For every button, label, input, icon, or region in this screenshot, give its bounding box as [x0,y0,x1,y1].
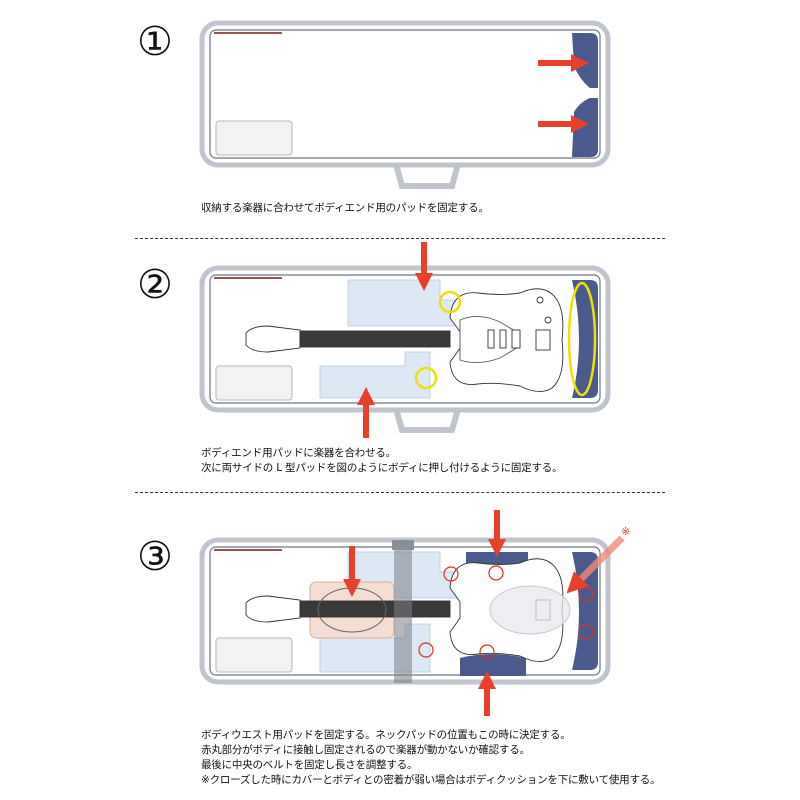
caption-line: 収納する楽器に合わせてボディエンド用のパッドを固定する。 [201,202,489,214]
case-diagram-2 [199,242,611,438]
step-3-number: ③ [137,534,173,580]
caption-line: ボディエンド用パッドに楽器を合わせる。 [201,447,396,459]
step-1-caption: 収納する楽器に合わせてボディエンド用のパッドを固定する。 [201,201,489,216]
guitar-headstock [245,595,301,623]
case-inner [209,29,601,159]
step-1-number: ① [137,19,173,65]
accessory-pocket [215,637,293,673]
guitar [245,288,564,392]
caption-line: ※クローズした時にカバーとボディとの密着が弱い場合はボディクッションを下に敷いて… [201,774,661,786]
body-cushion [489,585,571,635]
step-3-callout-mark: ※ [621,525,631,538]
caption-line: 最後に中央のベルトを固定し長さを調整する。 [201,759,418,771]
pickup-1 [487,329,495,349]
pickup-2 [499,329,507,349]
section-divider-1 [135,238,665,239]
accessory-pocket [215,365,293,401]
contact-highlight-top [438,290,462,314]
control-knob [544,316,552,324]
case-handle [393,163,461,189]
accessory-pocket [215,120,293,156]
contact-points [418,565,594,660]
belt-buckle [392,540,414,550]
pickup-3 [511,329,521,349]
guitar-headstock [245,325,301,353]
bridge [535,329,551,351]
guitar-neck [299,330,451,348]
arrow-3-cushion [566,535,625,594]
caption-line: 次に両サイドの L 型パッドを図のようにボディに押し付けるように固定する。 [201,462,563,474]
center-belt [394,541,412,683]
section-divider-2 [135,492,665,493]
guitar-neck [299,600,451,618]
caption-line: ボディウエスト用パッドを固定する。ネックパッドの位置もこの時に決定する。 [201,729,571,741]
contact-highlight-end [567,281,597,397]
l-pad-bottom [319,351,431,399]
caption-line: 赤丸部分がボディに接触し固定されるので楽器が動かないか確認する。 [201,744,530,756]
case-handle [393,408,461,433]
case-diagram-1 [199,20,611,189]
contact-highlight-bottom [414,366,438,390]
step-3-caption: ボディウエスト用パッドを固定する。ネックパッドの位置もこの時に決定する。 赤丸部… [201,728,661,788]
body-end-pad [572,280,598,398]
step-2-caption: ボディエンド用パッドに楽器を合わせる。 次に両サイドの L 型パッドを図のように… [201,446,563,476]
case-diagram-3 [199,510,625,716]
control-knob [536,296,544,304]
body-waist-pad-bottom [460,654,526,676]
step-2-number: ② [137,262,173,308]
